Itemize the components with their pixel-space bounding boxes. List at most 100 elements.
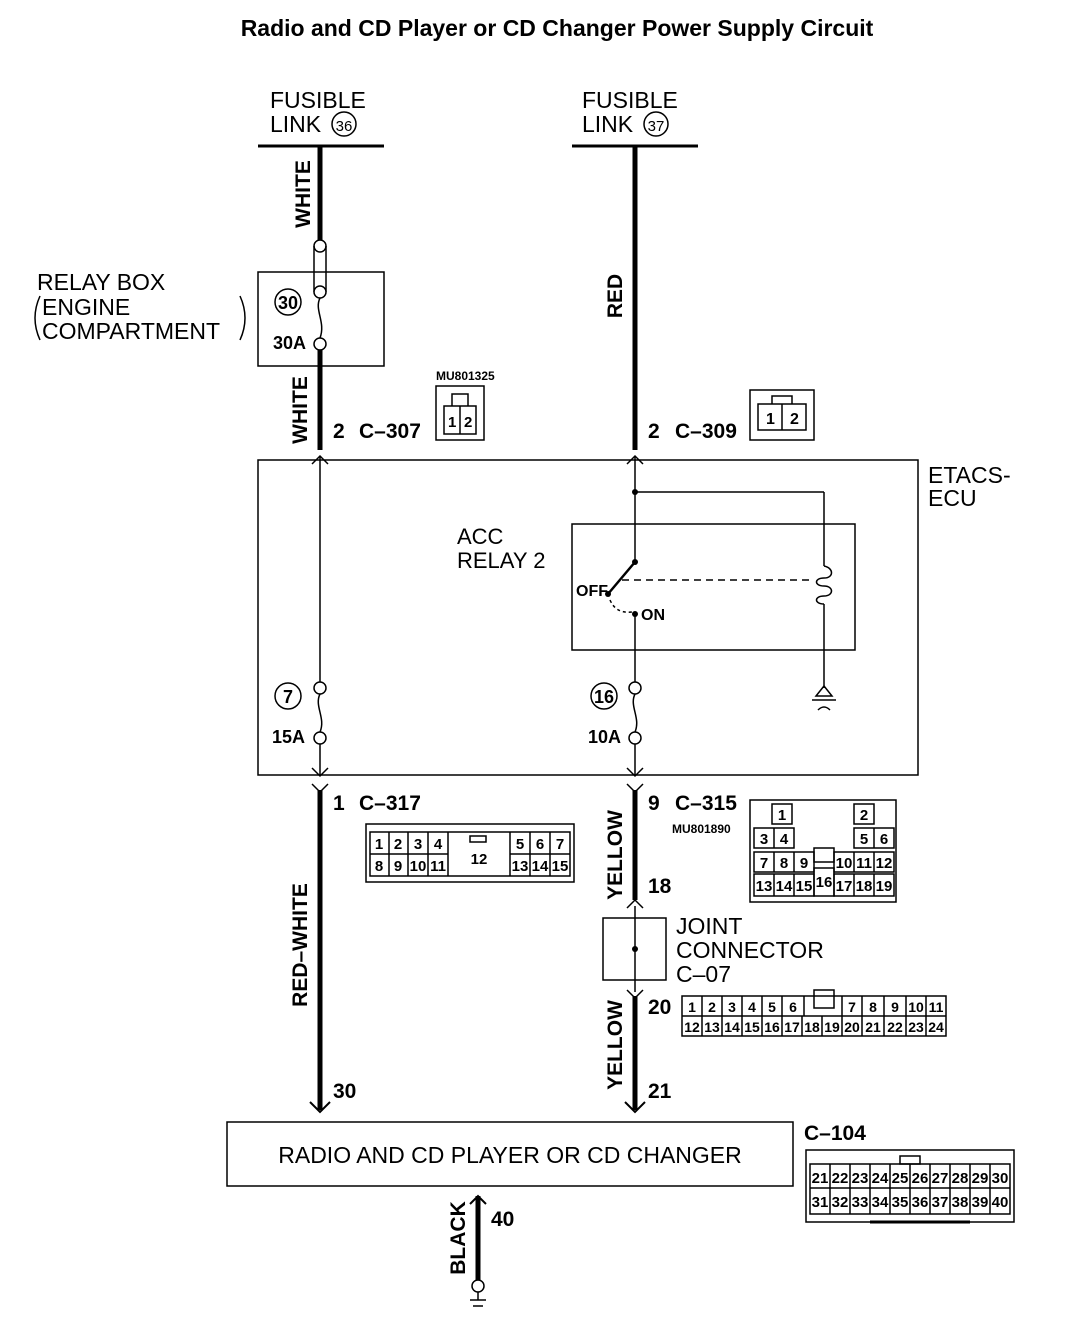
c104-pin-33: 33 <box>852 1194 869 1211</box>
c104-pin-22: 22 <box>832 1170 849 1187</box>
acc-relay-label-2: RELAY 2 <box>457 548 545 573</box>
c317-pin-14: 14 <box>532 858 549 875</box>
ground-terminal <box>471 1279 485 1293</box>
c07-label-2: CONNECTOR <box>676 937 824 963</box>
c317-pin-1: 1 <box>375 836 383 853</box>
c317-pin-4: 4 <box>434 836 443 853</box>
c07-pin-3: 3 <box>728 999 736 1015</box>
relay-box-label: RELAY BOX <box>37 269 165 295</box>
etacs-ecu-label-2: ECU <box>928 485 977 511</box>
c309-pin: 2 <box>648 420 660 443</box>
c07-pin-7: 7 <box>848 999 856 1015</box>
fusible-link-36-circle <box>331 111 357 137</box>
c315-pin-1: 1 <box>778 807 786 824</box>
c104-pin-24: 24 <box>872 1170 889 1187</box>
c317-pin-9: 9 <box>394 858 402 875</box>
etacs-ecu-frame <box>257 459 919 776</box>
c315-pin-11: 11 <box>856 855 872 872</box>
c315-pin-3: 3 <box>760 831 768 848</box>
c317-pin-12: 12 <box>471 851 488 868</box>
fuse-7-rating: 15A <box>272 727 305 747</box>
c07-pin-2: 2 <box>708 999 716 1015</box>
wire-label-white-lower: WHITE <box>289 376 312 444</box>
c317-name: C–317 <box>359 792 421 815</box>
c07-pin-6: 6 <box>789 999 797 1015</box>
wire-label-red: RED <box>604 274 627 318</box>
c315-pin-15: 15 <box>796 878 813 895</box>
c315-pin-17: 17 <box>836 878 853 895</box>
c104-pin-40: 40 <box>491 1208 514 1231</box>
c104-pin-34: 34 <box>872 1194 889 1211</box>
c07-pin-13: 13 <box>704 1019 720 1035</box>
c104-pin-23: 23 <box>852 1170 869 1187</box>
c315-name: C–315 <box>675 792 737 815</box>
c104-pin-27: 27 <box>932 1170 949 1187</box>
c104-pin-28: 28 <box>952 1170 969 1187</box>
c317-pin-15: 15 <box>552 858 569 875</box>
c07-pin-15: 15 <box>744 1019 760 1035</box>
fusible-link-37-number: 37 <box>648 118 665 135</box>
c317-pin-3: 3 <box>414 836 422 853</box>
c315-pin-4: 4 <box>780 831 789 848</box>
connector-c309: 2 C–309 1 2 <box>648 389 815 443</box>
relay-box-fuse-rating: 30A <box>273 333 306 353</box>
relay-on-label: ON <box>641 607 665 624</box>
c315-pin-9: 9 <box>800 855 808 872</box>
c315-pin-18: 18 <box>856 878 873 895</box>
connector-c104: C–104 21 22 23 24 25 26 27 28 29 30 31 3… <box>804 1122 1015 1224</box>
c104-pin-35: 35 <box>892 1194 909 1211</box>
relay-box-fuse-number: 30 <box>278 293 298 313</box>
c07-label-3: C–07 <box>676 961 731 987</box>
c315-part-number: MU801890 <box>672 822 731 836</box>
c104-pin-26: 26 <box>912 1170 929 1187</box>
c307-pin: 2 <box>333 420 345 443</box>
c07-pin-10: 10 <box>908 999 924 1015</box>
relay-box: 30 30A RELAY BOX ENGINE COMPARTMENT <box>34 239 385 367</box>
c307-name: C–307 <box>359 420 421 443</box>
c315-pin-10: 10 <box>836 855 853 872</box>
c07-pin-8: 8 <box>869 999 877 1015</box>
c104-name: C–104 <box>804 1122 866 1145</box>
c315-pin-12: 12 <box>876 855 893 872</box>
c317-pin-6: 6 <box>536 836 544 853</box>
c07-pin-22: 22 <box>887 1019 903 1035</box>
c07-pin-23: 23 <box>908 1019 924 1035</box>
c104-pin-31: 31 <box>812 1194 829 1211</box>
relay-box-fuse-circle <box>274 288 302 316</box>
connector-c317: 1 C–317 1 2 3 4 5 6 7 8 9 10 11 12 13 14… <box>333 792 575 883</box>
c315-pin-14: 14 <box>776 878 793 895</box>
c317-pin-8: 8 <box>375 858 383 875</box>
c315-pin-6: 6 <box>880 831 888 848</box>
c317-pin-10: 10 <box>410 858 427 875</box>
c07-pin-1: 1 <box>688 999 696 1015</box>
c07-pin-4: 4 <box>748 999 756 1015</box>
c104-pin-30b: 30 <box>992 1170 1009 1187</box>
relay-off-label: OFF <box>576 583 608 600</box>
c07-pin-20: 20 <box>648 996 671 1019</box>
c315-pin-5: 5 <box>860 831 868 848</box>
fuse-7-number: 7 <box>283 687 293 707</box>
relay-box-label-3: COMPARTMENT <box>42 318 220 344</box>
c07-pin-5: 5 <box>768 999 776 1015</box>
c317-pin-11: 11 <box>430 858 446 875</box>
fusible-link-36: FUSIBLE LINK 36 <box>258 87 384 148</box>
fusible-link-37: FUSIBLE LINK 37 <box>572 87 698 148</box>
c104-pin-38: 38 <box>952 1194 969 1211</box>
c317-pin-13: 13 <box>512 858 529 875</box>
relay-coil <box>815 565 833 605</box>
diagram-title: Radio and CD Player or CD Changer Power … <box>241 15 874 41</box>
c07-pin-18: 18 <box>648 875 672 898</box>
c07-pin-24: 24 <box>928 1019 944 1035</box>
c104-pin-21b: 21 <box>812 1170 829 1187</box>
c104-pin-21: 21 <box>648 1080 672 1103</box>
radio-cd-player-box <box>226 1121 794 1187</box>
c104-pin-30: 30 <box>333 1080 356 1103</box>
c07-pin-20b: 20 <box>844 1019 860 1035</box>
fusible-link-36-label: FUSIBLE <box>270 87 366 113</box>
c07-pin-14: 14 <box>724 1019 740 1035</box>
c104-pin-36: 36 <box>912 1194 929 1211</box>
connector-c315: 9 C–315 MU801890 1 2 3 4 5 6 7 8 9 10 11 <box>648 792 897 903</box>
c07-pin-16: 16 <box>764 1019 780 1035</box>
wire-label-red-white: RED–WHITE <box>289 883 312 1007</box>
c07-pin-21: 21 <box>865 1019 881 1035</box>
